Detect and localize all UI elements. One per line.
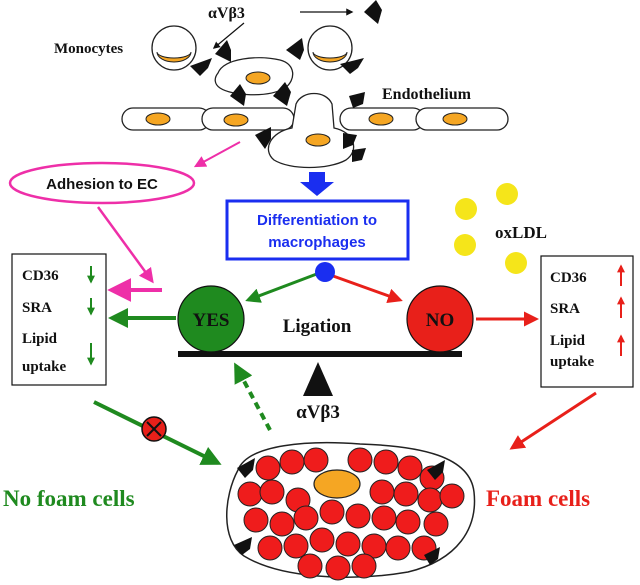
yes-ball (177, 285, 245, 353)
foam-cell (226, 441, 476, 581)
endothelial-cell-3 (339, 107, 425, 131)
lipid-droplet (351, 553, 377, 579)
lipid-droplet (439, 483, 465, 509)
lipid-droplet (373, 449, 399, 475)
inhibition-icon (141, 416, 167, 442)
right-box-item-cd36: CD36 (550, 270, 587, 286)
integrin-markers-top (190, 0, 382, 162)
oxldl-particle (454, 234, 476, 256)
endothelial-cell-2 (201, 107, 295, 131)
blue-down-arrow (300, 172, 334, 196)
differentiation-box (225, 199, 410, 261)
integrin-leader-arrow-left (212, 22, 245, 49)
adherent-monocyte (214, 57, 294, 96)
right-box-frame (540, 255, 634, 388)
left-box-item-lipid: Lipid (22, 331, 58, 347)
lipid-droplet (297, 553, 323, 579)
foam-cells-label: Foam cells (486, 486, 590, 511)
lipid-droplet (423, 511, 449, 537)
lipid-droplet (347, 447, 373, 473)
balance-group: YES NO Ligation αVβ3 (177, 262, 474, 423)
endothelial-cell-1 (121, 107, 211, 131)
lipid-droplet (393, 481, 419, 507)
lipid-droplet (303, 447, 329, 473)
lipid-droplet (259, 479, 285, 505)
lipid-droplet (243, 507, 269, 533)
differentiation-label-line2: macrophages (268, 234, 366, 251)
left-box-item-cd36: CD36 (22, 268, 59, 284)
lipid-droplet (319, 499, 345, 525)
lipid-droplet (325, 555, 351, 581)
monocyte-left (151, 25, 197, 71)
integrin-label-top: αVβ3 (208, 5, 245, 22)
lipid-droplets (237, 447, 465, 581)
integrin-markers-bottom (234, 458, 445, 565)
oxldl-particle (505, 252, 527, 274)
no-label: NO (426, 310, 455, 331)
right-box-item-lipid: Lipid (550, 333, 586, 349)
fulcrum-triangle (303, 362, 333, 396)
foam-pathway: Foam cells (486, 391, 597, 511)
adhesion-to-balance-arrow (96, 206, 154, 284)
no-foam-cells-label: No foam cells (3, 486, 135, 511)
balance-beam (178, 351, 462, 357)
lipid-droplet (397, 455, 423, 481)
lipid-droplet (255, 455, 281, 481)
integrin-label-bottom: αVβ3 (296, 402, 340, 423)
right-effects-box: CD36 SRA Lipid uptake (540, 255, 634, 388)
lipid-droplet (385, 535, 411, 561)
left-effects-box: CD36 SRA Lipid uptake (11, 253, 107, 386)
lipid-droplet (335, 531, 361, 557)
adhesion-group: Adhesion to EC (8, 141, 241, 284)
endothelium-label: Endothelium (382, 86, 472, 103)
no-foam-pathway: No foam cells (3, 362, 272, 511)
differentiation-group: Differentiation to macrophages (225, 172, 410, 261)
transmigrating-monocyte (267, 92, 355, 169)
endothelial-cell-4 (415, 107, 509, 131)
foam-cell-nucleus (313, 469, 361, 499)
no-ball (406, 285, 474, 353)
lipid-droplet (269, 511, 295, 537)
yes-label: YES (193, 310, 230, 331)
adhesion-ellipse (8, 161, 196, 205)
dashed-ligation-arrow (234, 362, 272, 431)
monocyte-right (307, 25, 353, 71)
lipid-droplet (257, 535, 283, 561)
adhesion-arrow (193, 141, 241, 168)
lipid-droplet (283, 533, 309, 559)
lipid-droplet (369, 479, 395, 505)
foam-pathway-arrow (509, 391, 597, 450)
left-box-item-uptake: uptake (22, 359, 67, 375)
lipid-droplet (237, 481, 263, 507)
lipid-droplet (293, 505, 319, 531)
lipid-droplet (395, 509, 421, 535)
oxldl-label: oxLDL (495, 223, 547, 242)
lipid-droplet (371, 505, 397, 531)
lipid-droplet (417, 487, 443, 513)
lipid-droplet (309, 527, 335, 553)
monocytes-label: Monocytes (54, 41, 123, 57)
pivot-to-yes-arrow (245, 270, 323, 303)
right-box-item-uptake: uptake (550, 354, 595, 370)
differentiation-label-line1: Differentiation to (257, 212, 377, 229)
adhesion-label: Adhesion to EC (46, 176, 158, 193)
oxldl-particle (455, 198, 477, 220)
lipid-droplet (279, 449, 305, 475)
ligation-label: Ligation (283, 316, 352, 337)
pivot-to-no-arrow (321, 270, 403, 304)
right-box-item-sra: SRA (550, 301, 580, 317)
oxldl-group: oxLDL (454, 183, 547, 274)
endothelium-group: αVβ3 Monocytes Endothelium (54, 0, 509, 169)
lipid-droplet (345, 503, 371, 529)
oxldl-particle (496, 183, 518, 205)
pivot-dot (315, 262, 335, 282)
left-box-item-sra: SRA (22, 300, 52, 316)
